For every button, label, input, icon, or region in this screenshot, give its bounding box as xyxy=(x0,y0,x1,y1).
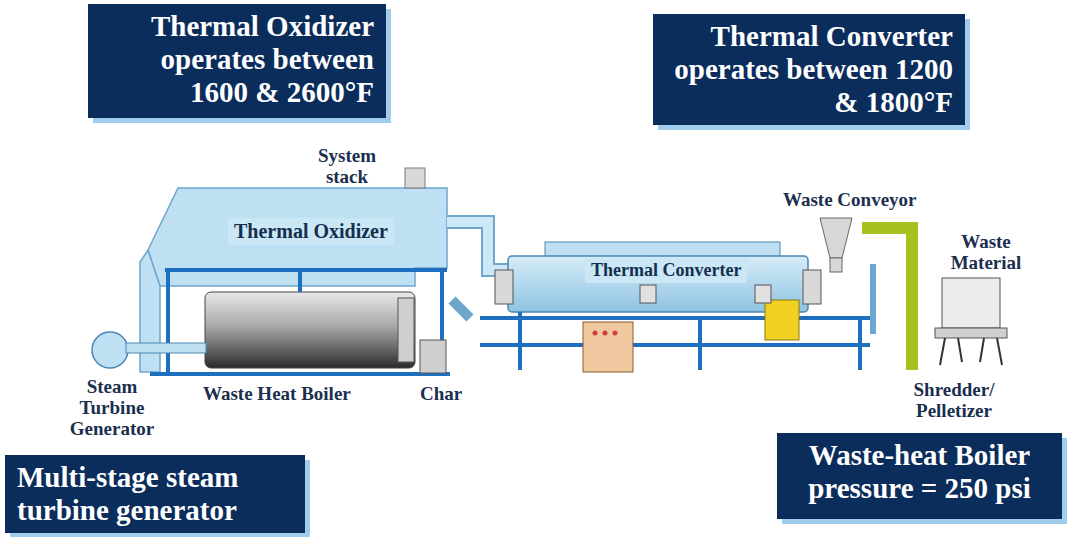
char-bin xyxy=(420,340,446,373)
equipment-label: Thermal Oxidizer xyxy=(228,218,394,245)
conveyor-post xyxy=(870,264,876,334)
feed-chute xyxy=(830,258,842,272)
control-panel xyxy=(583,322,633,372)
part-label: Steam Turbine Generator xyxy=(58,377,166,440)
part-label: Shredder/ Pelletizer xyxy=(898,380,1010,422)
oxidizer-duct xyxy=(140,250,160,372)
callout-text: Waste-heat Boiler pressure = 250 psi xyxy=(789,439,1050,505)
shredder-body xyxy=(935,328,1007,338)
gauge xyxy=(640,285,656,303)
callout-box: Thermal Oxidizer operates between 1600 &… xyxy=(88,4,386,118)
converter-end xyxy=(495,270,513,304)
feed-hopper xyxy=(820,218,852,258)
shredder-legs xyxy=(940,338,1002,365)
part-label: Waste Heat Boiler xyxy=(203,384,351,405)
crossover-duct xyxy=(447,222,508,270)
frame xyxy=(150,270,450,374)
control-box xyxy=(765,300,799,340)
part-label: Waste Conveyor xyxy=(783,190,917,211)
converter-drum xyxy=(508,256,808,312)
callout-text: Thermal Converter operates between 1200 … xyxy=(665,20,953,119)
callout-box: Waste-heat Boiler pressure = 250 psi xyxy=(777,433,1062,519)
part-label: Waste Material xyxy=(942,232,1030,274)
equipment-label: Thermal Converter xyxy=(585,258,747,283)
gauge xyxy=(755,285,771,303)
oxidizer-housing xyxy=(148,188,447,286)
callout-text: Multi-stage steam turbine generator xyxy=(17,461,293,527)
panel-lights xyxy=(593,331,618,336)
part-label: Char xyxy=(420,384,462,405)
converter-end xyxy=(803,270,821,304)
waste-conveyor xyxy=(862,228,912,370)
equipment-name: Thermal Oxidizer xyxy=(234,220,388,243)
system-stack xyxy=(405,168,425,188)
callout-box: Multi-stage steam turbine generator xyxy=(5,455,305,533)
char-chute xyxy=(452,300,470,318)
waste-heat-boiler xyxy=(205,292,415,368)
crossover-duct-inner xyxy=(447,222,508,270)
part-label: System stack xyxy=(305,146,389,188)
shredder-hopper xyxy=(942,278,1000,328)
callout-box: Thermal Converter operates between 1200 … xyxy=(653,14,965,125)
boiler-end xyxy=(398,298,414,362)
converter-frame xyxy=(480,312,870,370)
callout-text: Thermal Oxidizer operates between 1600 &… xyxy=(100,10,374,109)
turbine-fan xyxy=(92,332,128,368)
equipment-name: Thermal Converter xyxy=(591,260,741,281)
turbine-duct xyxy=(126,343,206,353)
